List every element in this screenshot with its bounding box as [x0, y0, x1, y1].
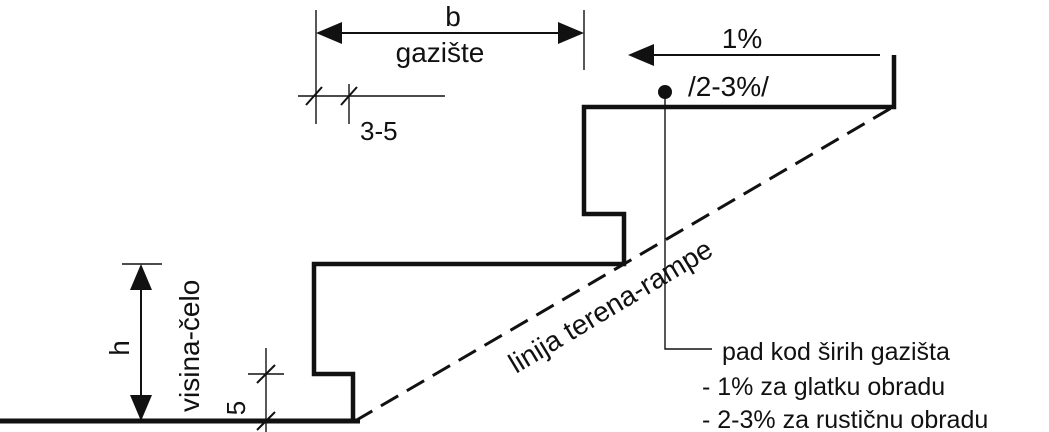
nosing-dimension	[298, 84, 445, 124]
arrowhead-up	[130, 264, 152, 290]
note-line-3: - 2-3% za rustičnu obradu	[702, 406, 988, 432]
label-tread: gazište	[396, 37, 485, 68]
note-line-1: pad kod širih gazišta	[722, 338, 950, 366]
bottom-offset-dimension	[248, 348, 284, 432]
slope-arrowhead	[628, 44, 654, 66]
stair-profile	[311, 55, 897, 421]
height-dimension	[122, 263, 162, 421]
label-bottom-offset: 5	[221, 401, 251, 415]
label-b: b	[445, 1, 461, 32]
label-terrain-line: linija terena-rampe	[503, 233, 718, 379]
label-nosing: 3-5	[360, 116, 398, 146]
label-slope: 1%	[722, 23, 762, 54]
note-line-2: - 1% za glatku obradu	[702, 373, 945, 401]
arrowhead-down	[130, 395, 152, 421]
terrain-line	[354, 105, 894, 423]
slope-arrow	[628, 44, 880, 66]
tread-dimension	[315, 10, 585, 124]
arrowhead-left	[316, 22, 342, 44]
label-slope-alt: /2-3%/	[688, 71, 769, 102]
label-riser: visina-čelo	[174, 280, 205, 412]
callout-leader	[664, 92, 712, 350]
label-h: h	[104, 340, 135, 356]
arrowhead-right	[558, 22, 584, 44]
